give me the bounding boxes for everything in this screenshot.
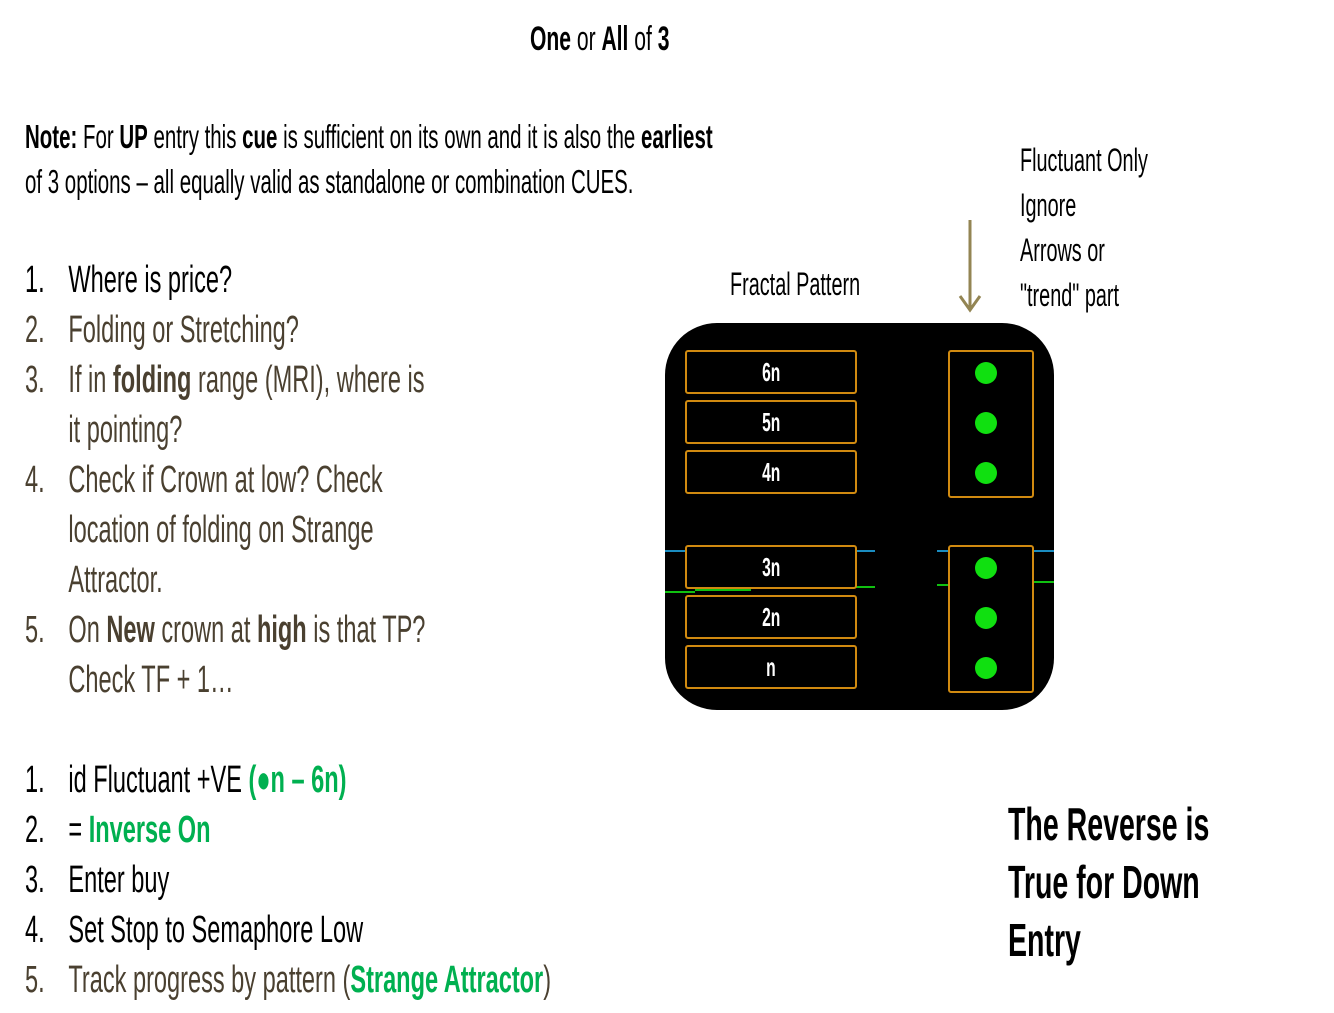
list-item: 1.Where is price? [25, 259, 233, 301]
level-box-5n: 5n [685, 400, 857, 444]
note: Note: For UP entry this cue is sufficien… [25, 118, 713, 200]
list-item: 1.id Fluctuant +VE (●n – 6n) [25, 759, 347, 801]
fractal-pattern-label: Fractal Pattern [730, 266, 861, 302]
dot-group-lower [948, 545, 1034, 693]
green-dot-icon [975, 607, 997, 629]
green-dot-icon [975, 462, 997, 484]
dot-group-upper [948, 350, 1034, 498]
level-box-2n: 2n [685, 595, 857, 639]
page-title: One or All of 3 [530, 20, 670, 58]
steps: 1.id Fluctuant +VE (●n – 6n) 2.= Inverse… [25, 755, 551, 1005]
green-dot-icon [975, 412, 997, 434]
level-box-3n: 3n [685, 545, 857, 589]
list-item: 4.Set Stop to Semaphore Low [25, 909, 364, 951]
green-dot-icon [975, 657, 997, 679]
level-box-n: n [685, 645, 857, 689]
list-item: 3.Enter buy [25, 859, 170, 901]
fractal-diagram: 6n 5n 4n 3n 2n n [665, 323, 1054, 710]
checklist: 1.Where is price? 2.Folding or Stretchin… [25, 255, 425, 705]
list-item: 2.= Inverse On [25, 809, 211, 851]
list-item: 3.If in folding range (MRI), where is [25, 359, 425, 401]
list-item: 5.On New crown at high is that TP? [25, 609, 426, 651]
list-item: 2.Folding or Stretching? [25, 309, 299, 351]
green-dot-icon [975, 557, 997, 579]
green-dot-icon [975, 362, 997, 384]
list-item: 5.Track progress by pattern (Strange Att… [25, 959, 552, 1001]
list-item: 4.Check if Crown at low? Check [25, 459, 383, 501]
level-box-4n: 4n [685, 450, 857, 494]
level-box-6n: 6n [685, 350, 857, 394]
down-arrow-icon [958, 220, 982, 313]
